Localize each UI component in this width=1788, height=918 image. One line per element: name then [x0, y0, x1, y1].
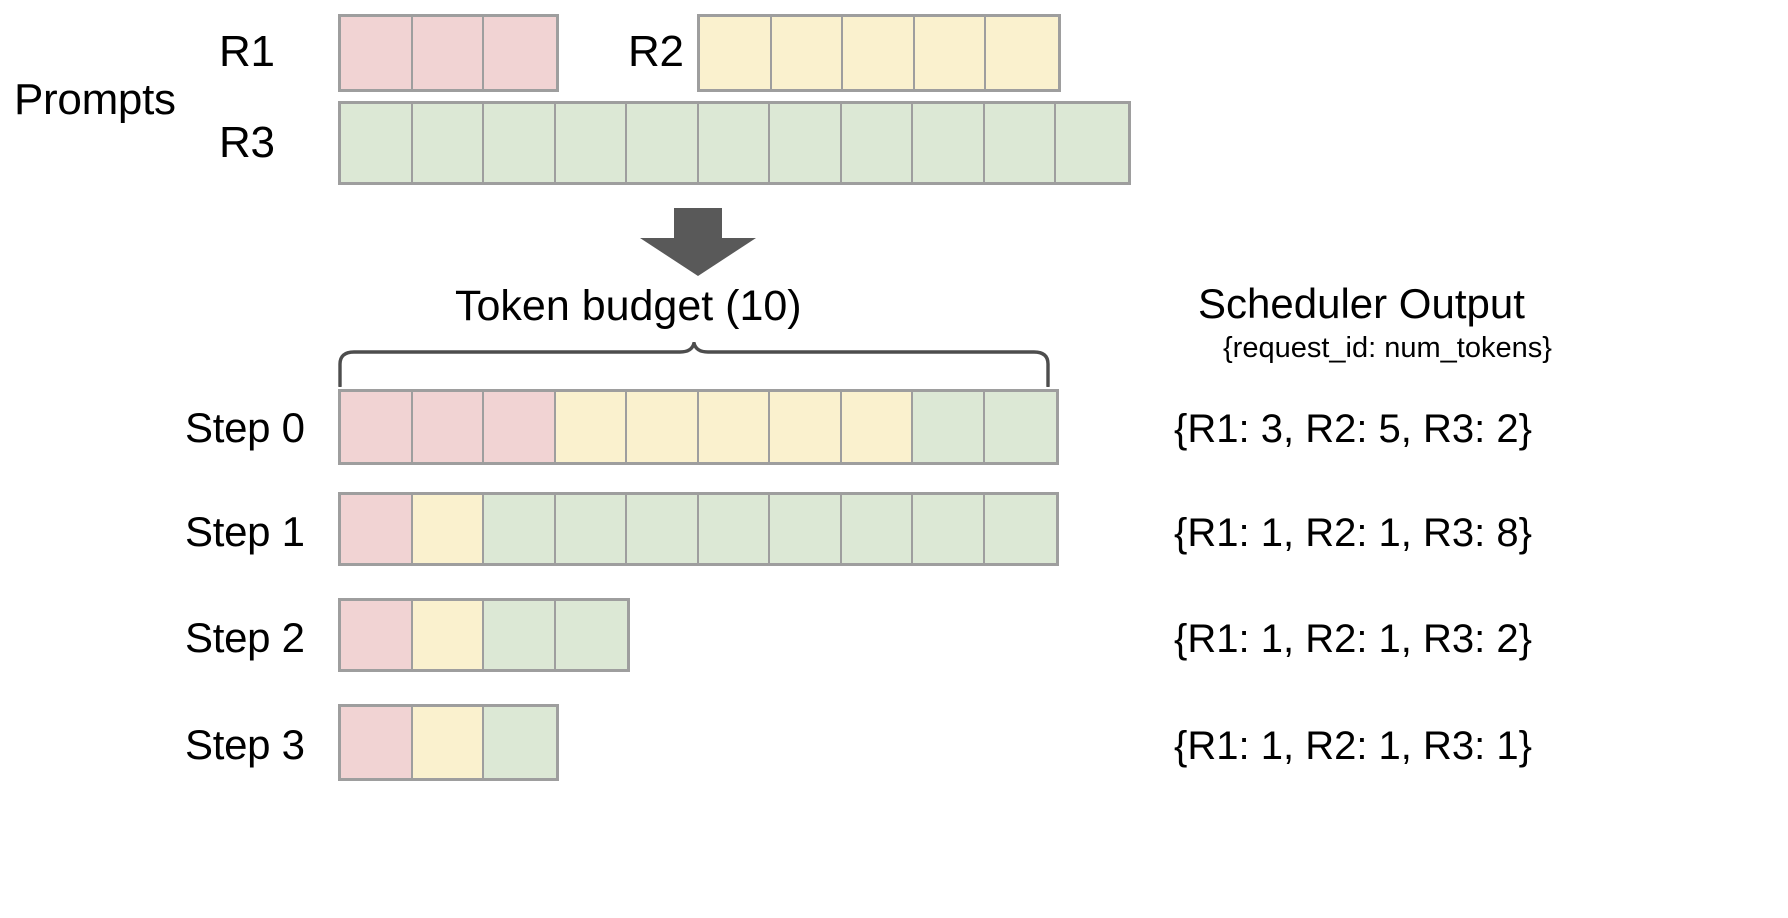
token-cell-r3 [841, 495, 913, 563]
token-cell-r1 [341, 495, 413, 563]
token-cell-r3 [484, 104, 556, 182]
prompt-row-label-r2: R2 [628, 27, 684, 76]
token-cell-r1 [484, 392, 556, 462]
token-cell-r1 [412, 392, 484, 462]
prompts-section-label: Prompts [14, 75, 176, 124]
scheduler-output-line-2: {R1: 1, R2: 1, R3: 2} [1174, 617, 1532, 661]
token-cell-r2 [771, 17, 843, 89]
token-cell-r3 [555, 601, 627, 669]
prompt-row-label-r3: R3 [219, 118, 275, 167]
token-cell-r3 [627, 495, 699, 563]
curly-brace-icon [338, 341, 1050, 392]
token-cell-r1 [341, 601, 413, 669]
token-cell-r2 [698, 392, 770, 462]
token-cell-r1 [341, 17, 413, 89]
token-cell-r2 [843, 17, 915, 89]
scheduler-output-line-0: {R1: 3, R2: 5, R3: 2} [1174, 407, 1532, 451]
step-row-2 [338, 598, 630, 672]
scheduler-output-line-3: {R1: 1, R2: 1, R3: 1} [1174, 724, 1532, 768]
token-cell-r3 [984, 392, 1056, 462]
prompt-row-label-r1: R1 [219, 27, 275, 76]
down-arrow-icon [638, 208, 758, 276]
step-row-0 [338, 389, 1059, 465]
token-cell-r3 [412, 104, 484, 182]
token-cell-r3 [484, 707, 556, 778]
down-arrow-svg [640, 208, 756, 276]
step-label-2: Step 2 [185, 614, 305, 661]
token-cell-r3 [770, 495, 842, 563]
token-cell-r2 [412, 495, 484, 563]
scheduler-output-title: Scheduler Output [1198, 280, 1525, 327]
token-budget-label: Token budget (10) [455, 282, 802, 330]
token-cell-r3 [484, 495, 556, 563]
token-cell-r3 [627, 104, 699, 182]
token-cell-r3 [1056, 104, 1128, 182]
token-cell-r2 [914, 17, 986, 89]
step-row-3 [338, 704, 559, 781]
token-cell-r3 [698, 495, 770, 563]
prompt-row-r3 [338, 101, 1131, 185]
token-cell-r3 [984, 495, 1056, 563]
token-cell-r2 [412, 601, 484, 669]
token-cell-r3 [913, 104, 985, 182]
token-cell-r2 [986, 17, 1058, 89]
step-label-0: Step 0 [185, 404, 305, 451]
prompt-row-r2 [697, 14, 1061, 92]
token-cell-r3 [555, 495, 627, 563]
step-label-1: Step 1 [185, 508, 305, 555]
token-cell-r1 [341, 707, 413, 778]
token-cell-r3 [698, 104, 770, 182]
scheduler-output-line-1: {R1: 1, R2: 1, R3: 8} [1174, 511, 1532, 555]
token-cell-r2 [700, 17, 772, 89]
token-cell-r3 [341, 104, 413, 182]
token-cell-r3 [913, 392, 985, 462]
token-cell-r2 [412, 707, 484, 778]
token-cell-r3 [555, 104, 627, 182]
token-cell-r1 [412, 17, 484, 89]
token-cell-r3 [841, 104, 913, 182]
token-cell-r3 [770, 104, 842, 182]
token-cell-r1 [341, 392, 413, 462]
token-cell-r3 [984, 104, 1056, 182]
curly-brace-svg [338, 341, 1050, 388]
step-label-3: Step 3 [185, 721, 305, 768]
prompt-row-r1 [338, 14, 559, 92]
step-row-1 [338, 492, 1059, 566]
token-cell-r1 [484, 17, 556, 89]
scheduler-output-subtitle: {request_id: num_tokens} [1223, 332, 1552, 364]
token-cell-r2 [627, 392, 699, 462]
token-cell-r3 [484, 601, 556, 669]
token-cell-r3 [913, 495, 985, 563]
token-cell-r2 [555, 392, 627, 462]
token-cell-r2 [770, 392, 842, 462]
token-cell-r2 [841, 392, 913, 462]
